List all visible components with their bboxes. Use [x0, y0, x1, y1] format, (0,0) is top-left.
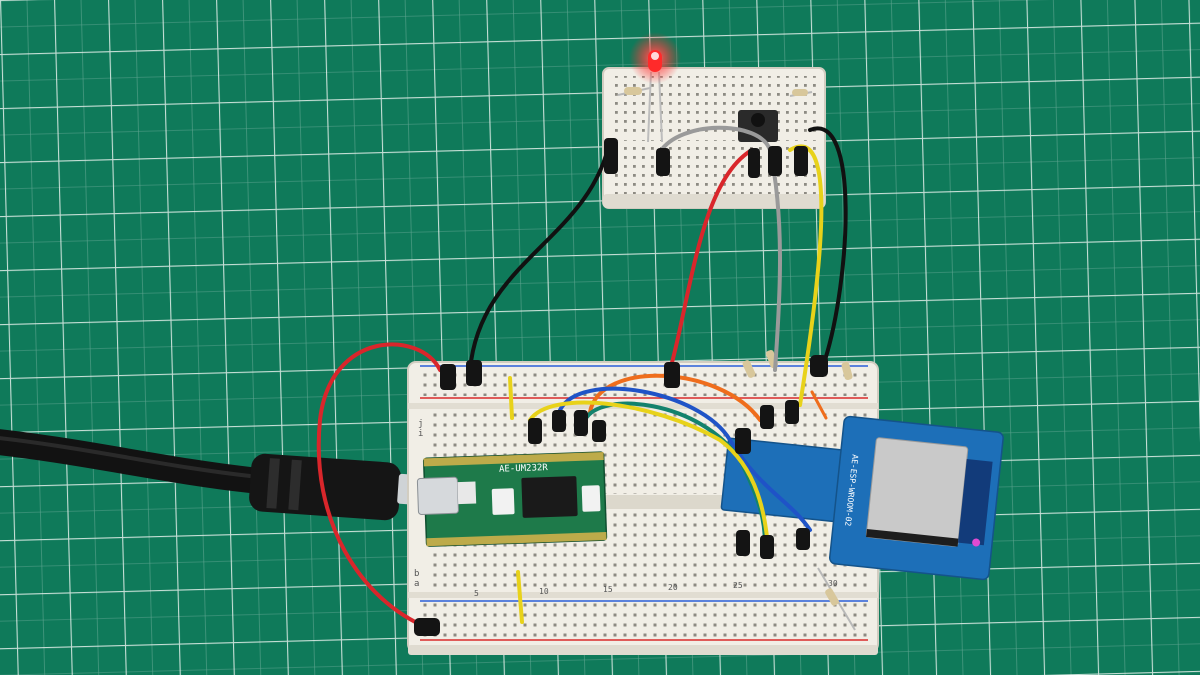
wire-black-long: [468, 138, 612, 372]
wire-yellow-short-bottom: [516, 570, 524, 624]
led: [629, 32, 681, 143]
col-label-20: 20: [668, 583, 678, 592]
row-label-b: b: [414, 569, 419, 579]
wifi-module-board: AE-ESP-WROOM-02: [720, 415, 1004, 581]
wire-black-right: [808, 126, 848, 362]
wire-orange: [588, 373, 762, 422]
col-label-10: 10: [539, 587, 549, 596]
col-label-25: 25: [733, 581, 743, 590]
resistor-mini: [617, 87, 651, 96]
row-label-a: a: [414, 579, 419, 589]
col-label-15: 15: [603, 585, 613, 594]
resistor-bottom: [817, 567, 856, 631]
resistor-mini-right: [789, 89, 813, 97]
wire-yellow-loop: [528, 400, 770, 547]
usb-connector: [416, 476, 459, 515]
serial-chip: [521, 476, 578, 518]
resistor-array: [742, 350, 853, 381]
wire-red-loop: [316, 342, 442, 630]
wire-blue: [558, 386, 812, 532]
row-label-j: j: [418, 419, 423, 429]
usb-plug: [249, 453, 401, 521]
usb-serial-label: AE-UM232R: [499, 463, 549, 475]
wires: [316, 125, 848, 630]
jumper-pins: [414, 138, 828, 636]
wire-red-long: [668, 148, 754, 372]
row-label-i: i: [418, 429, 423, 439]
col-label-5: 5: [474, 589, 479, 598]
wire-yellow-short-top: [508, 376, 514, 420]
wire-orange-short: [810, 390, 828, 420]
usb-serial-board: AE-UM232R: [416, 451, 608, 547]
wifi-chip: [865, 437, 969, 547]
col-label-30: 30: [828, 579, 838, 588]
